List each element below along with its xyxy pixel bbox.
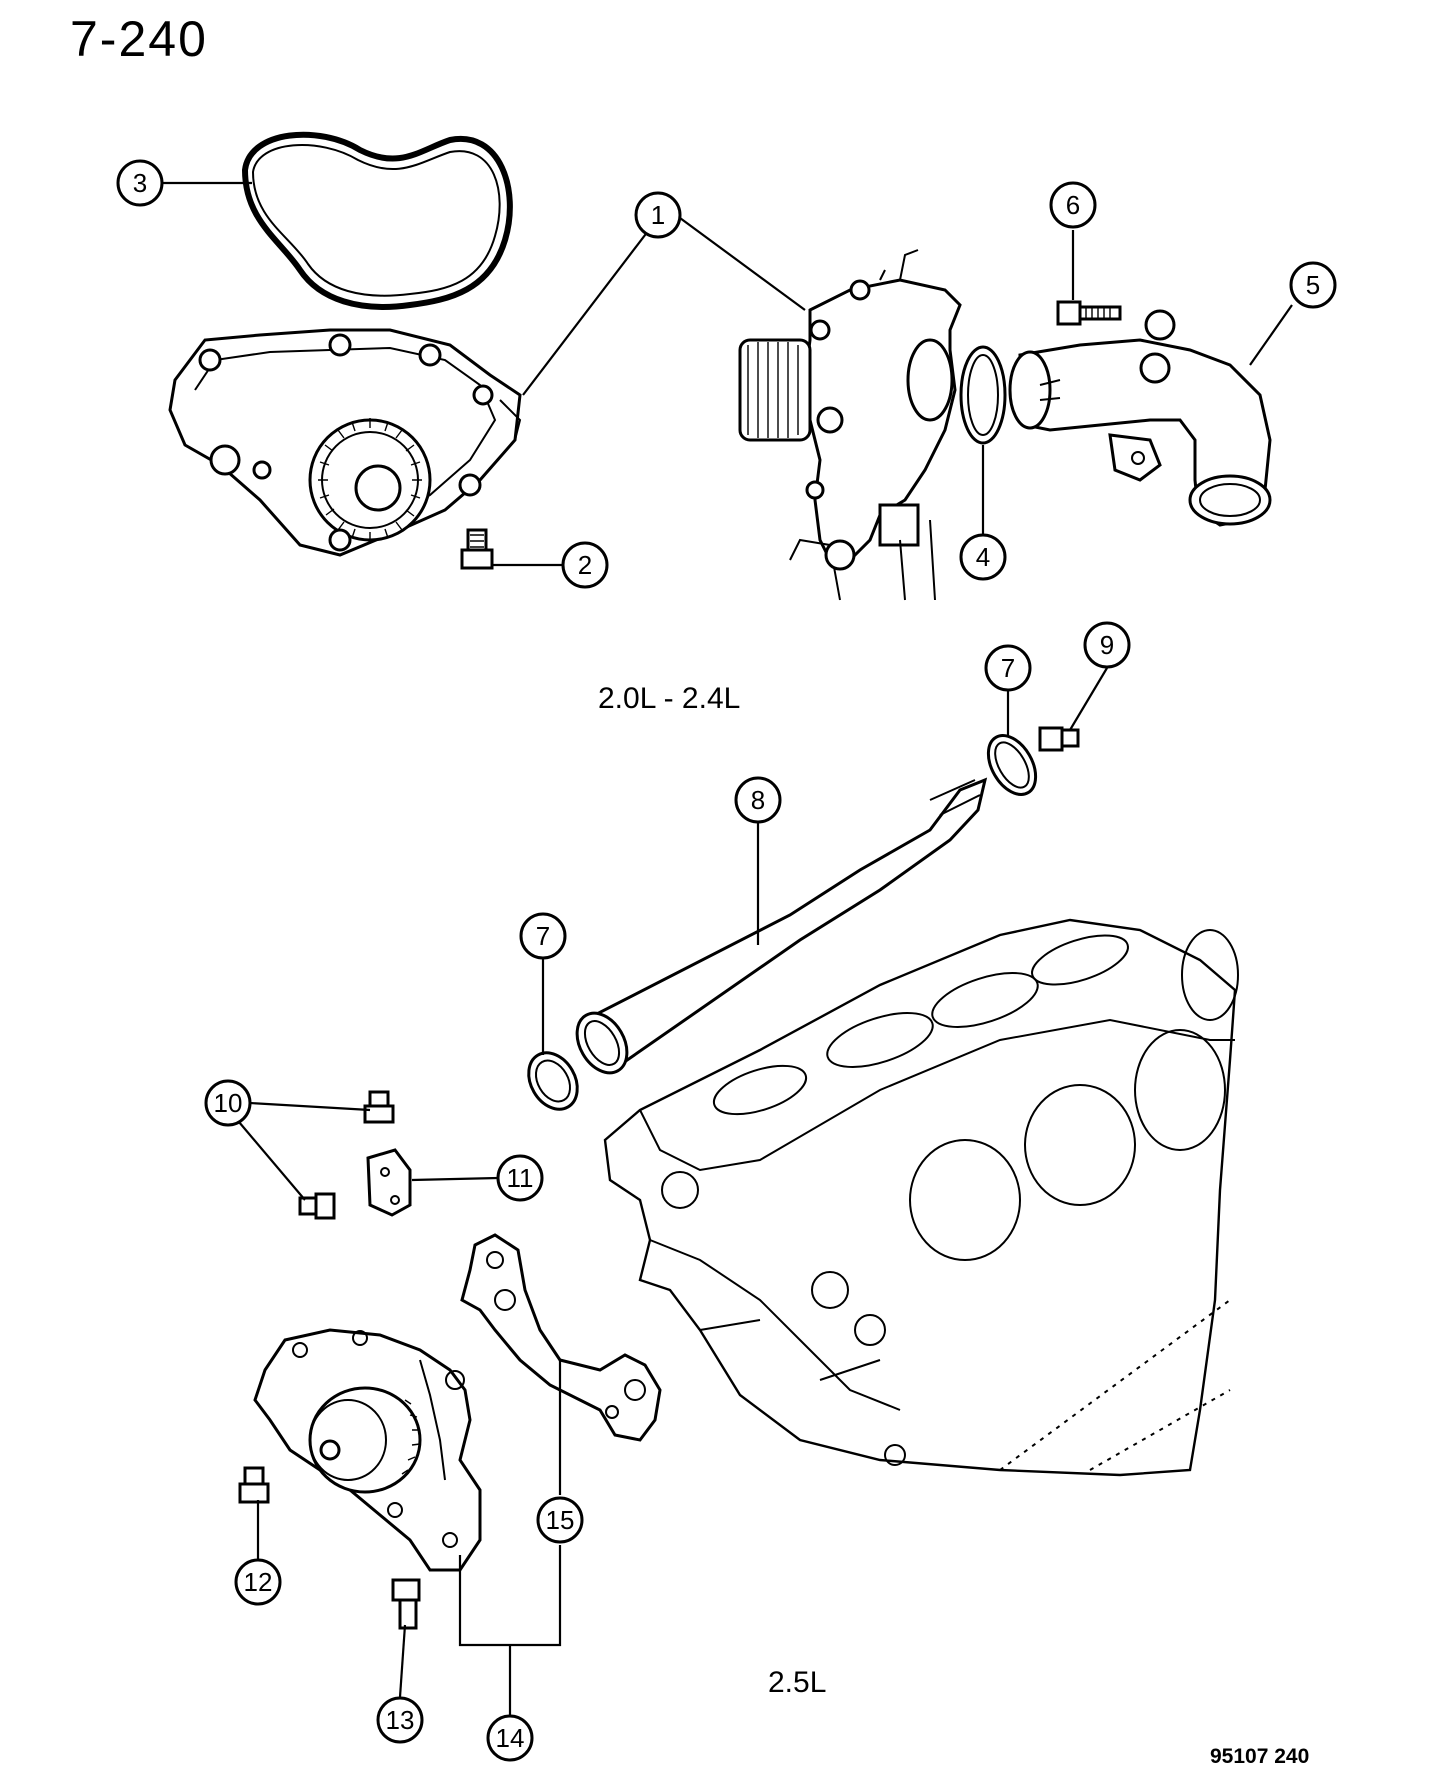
- gasket-part-3: [241, 131, 513, 310]
- svg-text:6: 6: [1066, 190, 1080, 220]
- svg-text:7: 7: [1001, 653, 1015, 683]
- o-ring-part-7-upper: [986, 734, 1038, 796]
- coolant-tube-part-8: [575, 777, 988, 1075]
- bolt-part-2: [460, 528, 494, 570]
- page-number: 7-240: [70, 11, 208, 67]
- callout-10: 10: [204, 1079, 252, 1127]
- water-pump-housing-part-1: [738, 249, 962, 601]
- leader-part-10b: [238, 1121, 306, 1201]
- section-label-lower: 2.5L: [768, 1666, 826, 1699]
- callout-4: 4: [959, 533, 1007, 581]
- callout-6: 6: [1049, 181, 1097, 229]
- figure-reference: 95107 240: [1210, 1745, 1309, 1768]
- bolt-part-13: [391, 1578, 421, 1630]
- outlet-elbow-part-5: [1008, 309, 1272, 527]
- callout-5: 5: [1289, 261, 1337, 309]
- water-pump-part-1: [168, 328, 522, 557]
- bolt-part-6: [1056, 300, 1122, 326]
- svg-text:4: 4: [976, 542, 990, 572]
- svg-text:13: 13: [386, 1705, 415, 1735]
- bolt-part-10-lower: [298, 1192, 336, 1220]
- svg-text:14: 14: [496, 1723, 525, 1753]
- callout-11: 11: [496, 1154, 544, 1202]
- callout-15: 15: [536, 1496, 584, 1544]
- o-ring-part-7-lower: [527, 1051, 579, 1111]
- svg-text:10: 10: [214, 1088, 243, 1118]
- bracket-part-14: [458, 1545, 562, 1647]
- callout-8: 8: [734, 776, 782, 824]
- leader-part-10a: [249, 1101, 371, 1112]
- section-label-upper: 2.0L - 2.4L: [598, 682, 740, 715]
- leader-part-11: [411, 1176, 499, 1182]
- leader-part-9: [1069, 667, 1108, 731]
- bolt-part-9: [1038, 726, 1080, 752]
- svg-text:3: 3: [133, 168, 147, 198]
- engine-block: [603, 918, 1239, 1477]
- callout-9: 9: [1083, 621, 1131, 669]
- callout-12: 12: [234, 1558, 282, 1606]
- callout-13: 13: [376, 1696, 424, 1744]
- callout-2: 2: [561, 541, 609, 589]
- leader-part-13: [398, 1624, 407, 1698]
- leader-part-1b: [679, 217, 806, 311]
- leader-part-5: [1249, 304, 1293, 366]
- svg-text:5: 5: [1306, 270, 1320, 300]
- svg-text:12: 12: [244, 1567, 273, 1597]
- callout-3: 3: [116, 159, 164, 207]
- callout-7-lower: 7: [519, 912, 567, 960]
- callout-14: 14: [486, 1714, 534, 1762]
- callout-1: 1: [634, 191, 682, 239]
- leader-part-1a: [522, 217, 659, 396]
- svg-text:15: 15: [546, 1505, 575, 1535]
- gasket-part-15: [460, 1233, 662, 1442]
- svg-text:8: 8: [751, 785, 765, 815]
- bracket-part-11: [366, 1148, 412, 1217]
- o-ring-part-4: [959, 345, 1007, 445]
- svg-text:9: 9: [1100, 630, 1114, 660]
- callout-7-upper: 7: [984, 644, 1032, 692]
- bolt-part-10-upper: [363, 1090, 395, 1124]
- svg-text:7: 7: [536, 921, 550, 951]
- svg-text:11: 11: [507, 1163, 534, 1193]
- water-pump-part-14: [253, 1328, 482, 1572]
- bolt-part-12: [238, 1466, 270, 1504]
- svg-text:2: 2: [578, 550, 592, 580]
- svg-text:1: 1: [651, 200, 665, 230]
